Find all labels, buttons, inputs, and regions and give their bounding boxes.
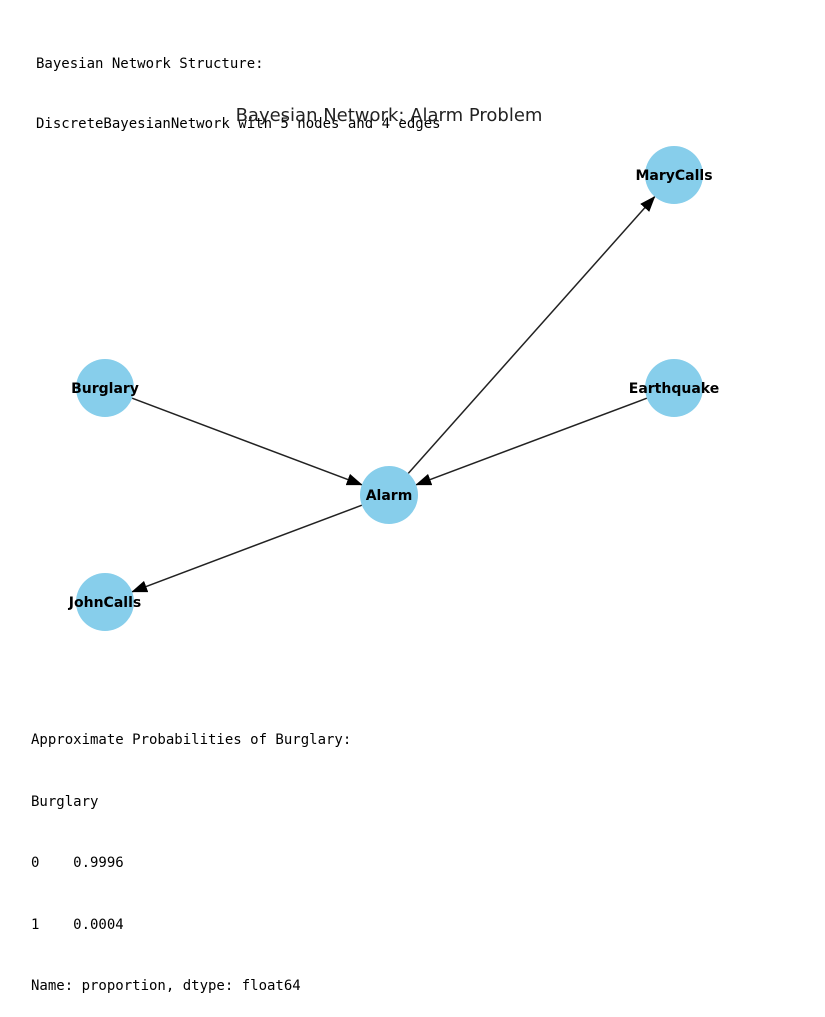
output-line: Bayesian Network Structure: [36, 56, 264, 72]
output-line: Approximate Probabilities of Burglary: [31, 732, 352, 748]
edge-burglary-to-alarm [131, 397, 363, 486]
node-label: Burglary [71, 381, 139, 397]
node-marycalls: MaryCalls [635, 146, 713, 204]
node-burglary: Burglary [71, 359, 139, 417]
output-line: 0 0.9996 [31, 855, 124, 871]
node-circle [645, 359, 703, 417]
node-circle [76, 573, 134, 631]
node-circle [645, 146, 703, 204]
output-line: DiscreteBayesianNetwork with 5 nodes and… [36, 116, 441, 132]
node-alarm: Alarm [360, 466, 418, 524]
node-circle [76, 359, 134, 417]
node-johncalls: JohnCalls [68, 573, 141, 631]
probability-output: Approximate Probabilities of Burglary: B… [31, 689, 351, 1017]
node-label: Alarm [366, 488, 413, 504]
edge-earthquake-to-alarm [415, 397, 648, 486]
edge-alarm-to-marycalls [407, 195, 656, 474]
node-label: Earthquake [629, 381, 719, 397]
edges-layer [131, 195, 656, 593]
structure-output: Bayesian Network Structure: DiscreteBaye… [36, 14, 441, 154]
node-earthquake: Earthquake [629, 359, 719, 417]
node-label: JohnCalls [68, 595, 141, 611]
node-circle [360, 466, 418, 524]
output-line: 1 0.0004 [31, 916, 124, 933]
figure-title: Bayesian Network: Alarm Problem [236, 105, 543, 126]
node-label: MaryCalls [635, 168, 712, 184]
network-figure: Bayesian Network: Alarm Problem MaryCall… [68, 105, 719, 631]
edge-alarm-to-johncalls [131, 504, 363, 593]
output-line: Name: proportion, dtype: float64 [31, 978, 301, 994]
